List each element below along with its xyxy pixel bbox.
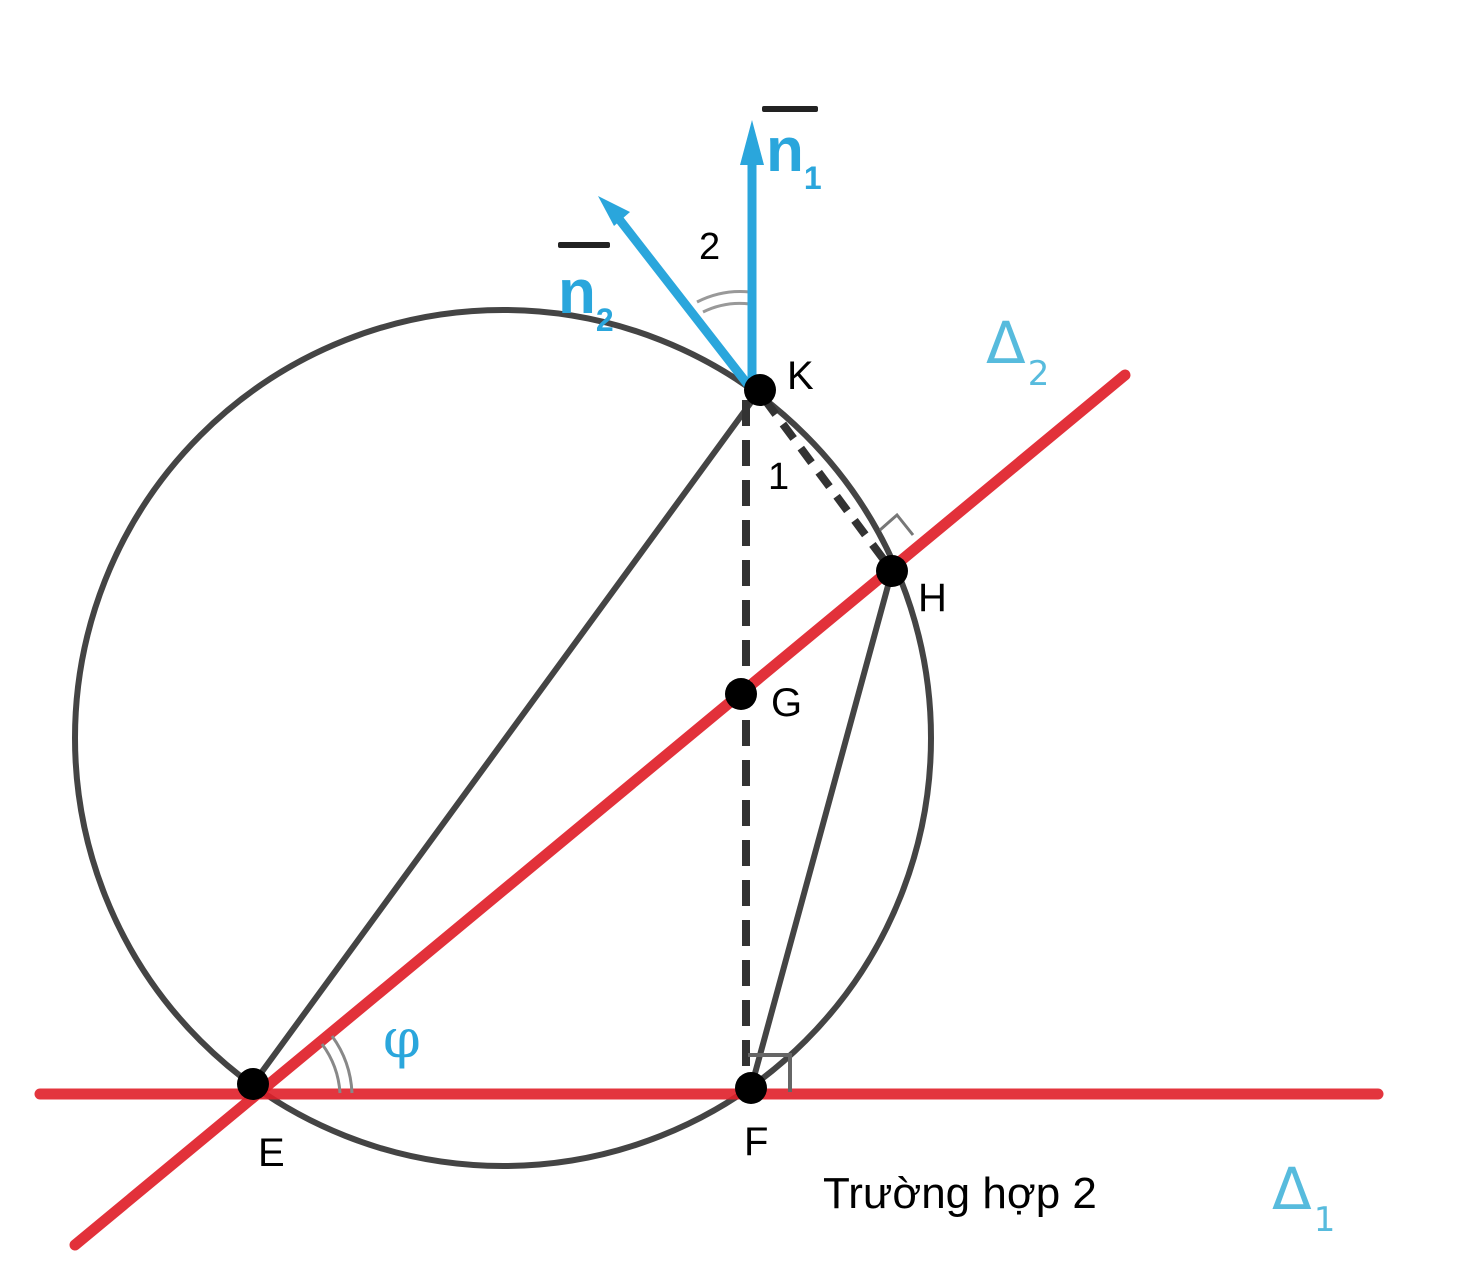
diagram-caption: Trường hợp 2 — [823, 1169, 1097, 1218]
label-angle-1: 1 — [768, 456, 790, 498]
point-K — [744, 374, 776, 406]
segment-EK — [250, 388, 763, 1086]
vector-arrow-bar-n2 — [558, 242, 610, 248]
delta1-symbol: Δ — [1272, 1155, 1312, 1223]
angle-arc-phi-inner — [320, 1043, 342, 1094]
label-vector-n1: n1 — [762, 106, 822, 194]
point-H — [876, 555, 908, 587]
angle-arc-phi — [330, 1035, 354, 1094]
label-vector-n2: n2 — [558, 242, 614, 336]
label-K: K — [787, 354, 814, 398]
label-F: F — [744, 1120, 769, 1164]
label-angle-2: 2 — [699, 226, 721, 268]
label-E: E — [258, 1131, 285, 1175]
segment-KH-dashed — [761, 397, 888, 563]
vector-n2-base: n — [558, 258, 596, 327]
segment-HF — [748, 570, 895, 1089]
label-delta2: Δ2 — [986, 314, 1049, 391]
right-angle-mark-H — [879, 512, 915, 536]
point-F — [735, 1072, 767, 1104]
label-H: H — [918, 576, 947, 620]
vector-n2-sub: 2 — [595, 302, 614, 338]
circumcircle — [72, 307, 934, 1169]
point-E — [237, 1068, 269, 1100]
right-angle-mark-F — [748, 1053, 792, 1092]
point-G — [725, 678, 757, 710]
vector-n1-base: n — [766, 116, 804, 185]
delta1-sub: 1 — [1313, 1200, 1336, 1240]
angle-arc-2 — [696, 290, 751, 304]
label-delta1: Δ1 — [1272, 1160, 1335, 1237]
vector-n1-arrowhead — [740, 120, 764, 165]
delta2-sub: 2 — [1027, 354, 1050, 394]
vector-arrow-bar-n1 — [762, 106, 818, 112]
delta2-symbol: Δ — [986, 309, 1026, 377]
vector-n1-sub: 1 — [803, 160, 822, 196]
angle-arc-2-inner — [702, 301, 751, 314]
label-G: G — [771, 681, 803, 725]
label-angle-phi: φ — [383, 1007, 421, 1070]
vector-n2-shaft — [608, 207, 756, 393]
line-delta2 — [69, 369, 1131, 1251]
vector-n2-arrowhead — [598, 196, 630, 226]
